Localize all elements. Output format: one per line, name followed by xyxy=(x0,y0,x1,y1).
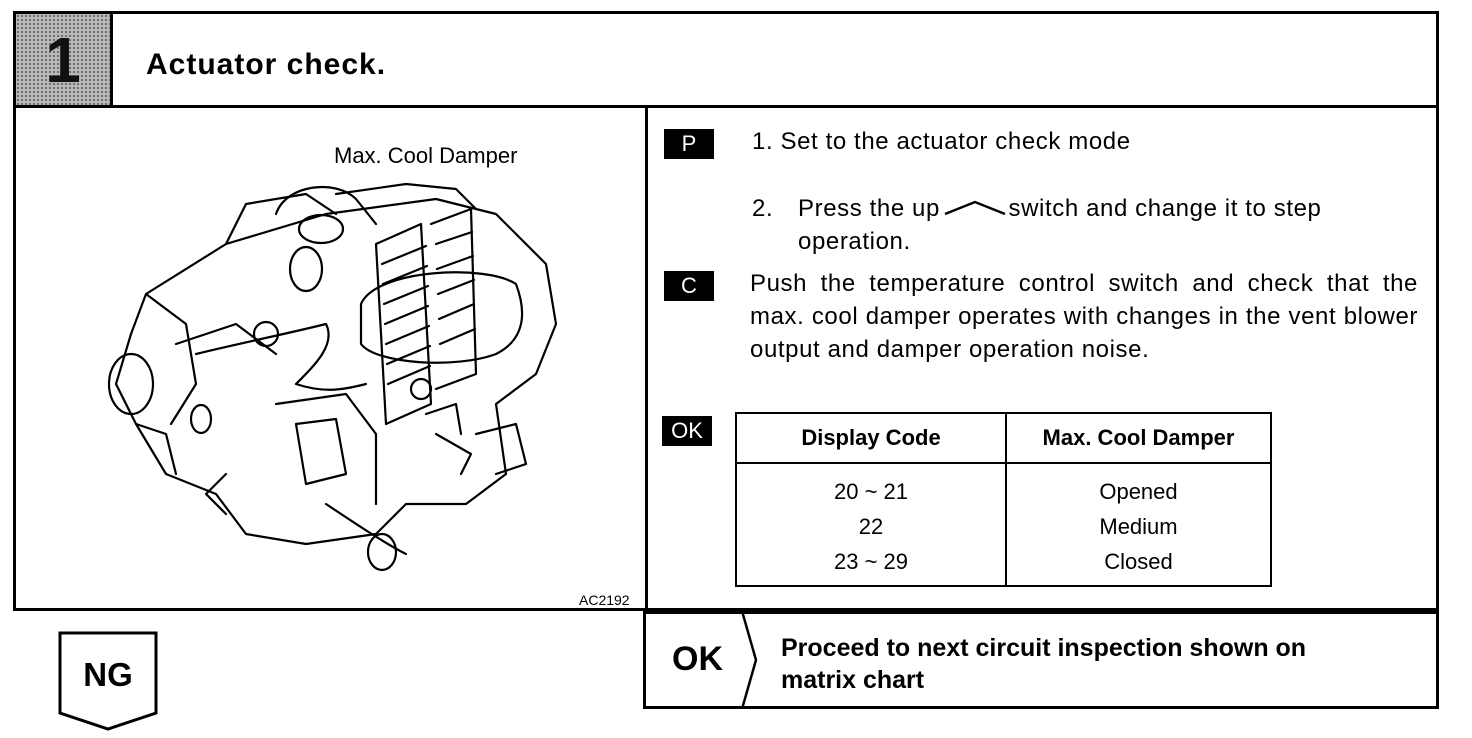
table-header-max-cool-damper: Max. Cool Damper xyxy=(1005,412,1272,464)
badge-c: C xyxy=(664,271,714,301)
check-instruction: Push the temperature control switch and … xyxy=(750,270,1418,363)
step-number: 1 xyxy=(45,23,81,96)
ok-result-text: Proceed to next circuit inspection shown… xyxy=(781,632,1306,696)
table-header-display-code: Display Code xyxy=(735,412,1007,464)
up-switch-icon xyxy=(944,200,1006,216)
header-divider xyxy=(16,105,1436,108)
table-cell-damper-states: Opened Medium Closed xyxy=(1005,463,1272,586)
table-row: 20 ~ 21 22 23 ~ 29 Opened Medium Closed xyxy=(735,463,1272,586)
ng-result-label: NG xyxy=(83,656,133,693)
procedure-step-2-text-a: Press the up xyxy=(798,195,940,222)
column-divider xyxy=(645,108,648,608)
figure-reference-code: AC2192 xyxy=(579,592,630,608)
display-code-table: Display Code Max. Cool Damper 20 ~ 21 22… xyxy=(735,412,1272,587)
table-cell: Opened xyxy=(1099,479,1178,504)
heater-unit-illustration xyxy=(107,182,558,572)
page-title: Actuator check. xyxy=(146,48,387,81)
table-cell: 22 xyxy=(858,514,884,539)
ok-result-text-line2: matrix chart xyxy=(781,666,925,694)
procedure-step-2-number: 2. xyxy=(752,195,774,222)
procedure-step-1: 1. Set to the actuator check mode xyxy=(752,128,1131,155)
procedure-step-2-text-b: switch and change it to step operation. xyxy=(798,195,1322,255)
badge-ok: OK xyxy=(662,416,712,446)
table-cell-display-codes: 20 ~ 21 22 23 ~ 29 xyxy=(735,463,1007,586)
actuator-check-panel: 1 Actuator check. Max. Cool Damper xyxy=(13,11,1439,611)
badge-p: P xyxy=(664,129,714,159)
chevron-right-icon xyxy=(740,611,758,709)
ok-result-label: OK xyxy=(672,640,723,678)
step-number-box: 1 xyxy=(16,14,113,105)
table-header-row: Display Code Max. Cool Damper xyxy=(735,412,1272,464)
table-cell: 20 ~ 21 xyxy=(833,479,908,504)
ng-flag-shape xyxy=(58,631,158,731)
illustration-label: Max. Cool Damper xyxy=(334,143,518,168)
ok-result-text-line1: Proceed to next circuit inspection shown… xyxy=(781,634,1307,662)
table-cell: Medium xyxy=(1099,514,1178,539)
procedure-step-2: Press the up switch and change it to ste… xyxy=(798,192,1418,258)
table-cell: 23 ~ 29 xyxy=(833,549,908,574)
table-cell: Closed xyxy=(1104,549,1173,574)
ok-result-box: OK Proceed to next circuit inspection sh… xyxy=(643,611,1439,709)
